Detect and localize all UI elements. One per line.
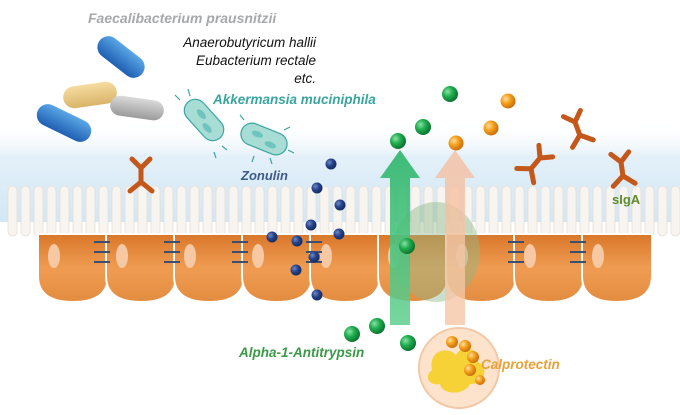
epithelial-cell [581,233,653,304]
cell-nucleus [116,244,128,268]
villus [540,185,551,237]
label-faecalibacterium: Faecalibacterium prausnitzii [88,10,277,26]
zonulin-dot [266,231,278,243]
alpha1-dot [390,133,406,149]
label-siga: sIgA [612,192,641,207]
zonulin-molecules [266,158,346,301]
epithelial-cell [513,233,585,304]
cell-nucleus [252,244,264,268]
villus [85,185,96,237]
label-calprotectin: Calprotectin [481,357,560,372]
epithelial-cell [105,233,177,304]
epithelial-cell [173,233,245,304]
zonulin-dot [305,219,317,231]
cell-nucleus [320,244,332,268]
epithelial-cells [37,233,653,304]
species-item: etc. [294,71,316,86]
akkermansia-bacteria [174,88,295,165]
label-alpha1-antitrypsin: Alpha-1-Antitrypsin [239,345,365,360]
calprotectin-dot [448,135,464,151]
villus [280,185,291,237]
villus [163,185,174,237]
zonulin-dot [311,182,323,194]
villus [124,185,135,237]
label-zonulin: Zonulin [241,168,288,183]
species-item: Eubacterium rectale [195,53,316,68]
villus [501,185,512,237]
alpha1-arrow [380,150,420,325]
epithelial-cell [241,233,313,304]
villus [215,185,226,237]
villus [358,185,369,237]
alpha1-dot [442,86,458,102]
alpha1-dot [399,238,415,254]
alpha1-molecules [344,86,458,351]
cell-nucleus [524,244,536,268]
villus [579,185,590,237]
villus [7,185,18,237]
villus [553,185,564,237]
cell-nucleus [48,244,60,268]
cell-nucleus [184,244,196,268]
zonulin-dot [325,158,337,170]
villus [345,185,356,237]
zonulin-dot [334,199,346,211]
calprotectin-dot [500,93,516,109]
villus [228,185,239,237]
villus [670,185,680,237]
villus [319,185,330,237]
villus [332,185,343,237]
villus [657,185,668,237]
species-item: Anaerobutyricum hallii [183,35,316,50]
villus [176,185,187,237]
villus [371,185,382,237]
zonulin-dot [308,251,320,263]
villus [72,185,83,237]
label-akkermansia: Akkermansia muciniphila [213,92,376,107]
zonulin-dot [290,264,302,276]
alpha1-dot [415,119,431,135]
villus [20,185,31,237]
alpha1-dot [369,318,385,334]
calprotectin-dot [483,120,499,136]
zonulin-dot [311,289,323,301]
calprotectin-molecules [448,93,516,151]
epithelial-cell [37,233,109,304]
villus [566,185,577,237]
villus [59,185,70,237]
alpha1-dot [400,335,416,351]
zonulin-dot [291,235,303,247]
neutrophil [418,327,500,409]
villus [267,185,278,237]
villus [137,185,148,237]
villus [33,185,44,237]
villus [293,185,304,237]
villus [150,185,161,237]
calprotectin-arrow [435,150,475,325]
villus [592,185,603,237]
villus [98,185,109,237]
cell-nucleus [592,244,604,268]
alpha1-dot [344,326,360,342]
villus [202,185,213,237]
villus [46,185,57,237]
commensal-bacteria [36,36,164,142]
villus [475,185,486,237]
villus [488,185,499,237]
villus [527,185,538,237]
label-species-list: Anaerobutyricum hallii Eubacterium recta… [152,34,316,88]
villus [189,185,200,237]
villus [111,185,122,237]
villus [254,185,265,237]
villus [514,185,525,237]
zonulin-dot [333,228,345,240]
villus [644,185,655,237]
villus [241,185,252,237]
